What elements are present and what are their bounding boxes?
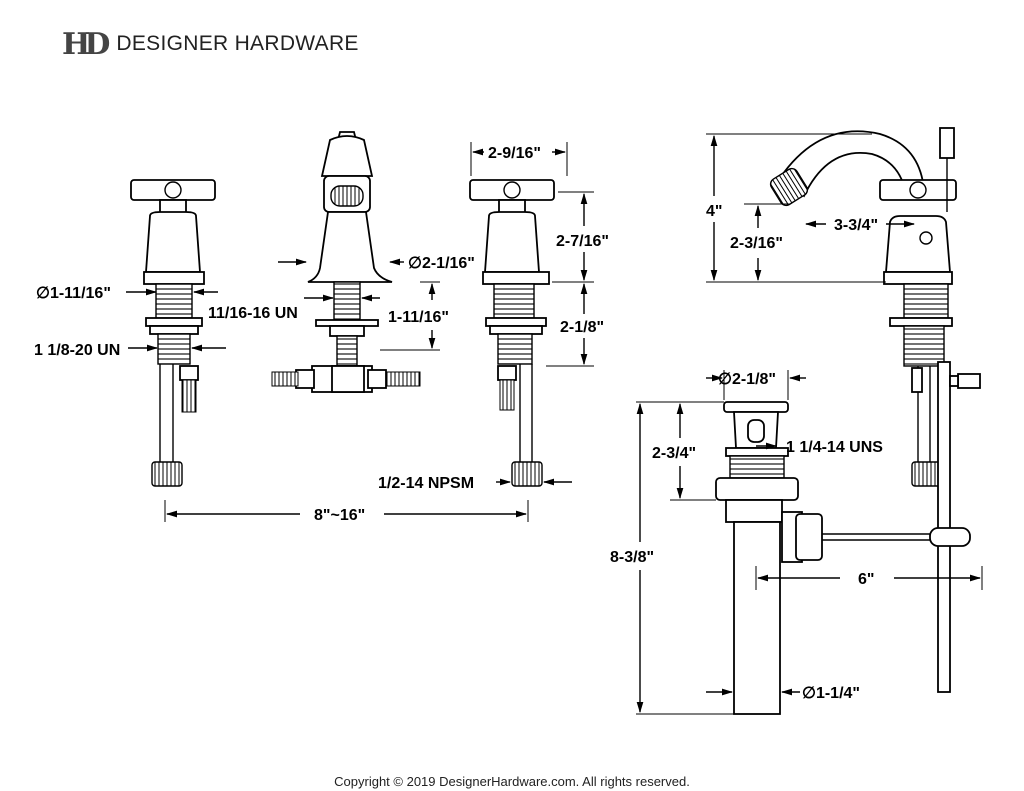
- left-dimension-lines: [126, 288, 226, 352]
- spout-reach-label: 3-3/4": [834, 217, 878, 234]
- spout-thread-label: 11/16-16 UN: [208, 305, 298, 322]
- valve-thread-label: 1 1/8-20 UN: [34, 342, 120, 359]
- spout-diameter-label: ∅2-1/16": [408, 255, 475, 272]
- drain-thread-label: 1 1/4-14 UNS: [786, 439, 883, 456]
- drain-total-label: 8-3/8": [610, 549, 654, 566]
- side-view-faucet: [769, 127, 981, 693]
- pop-up-drain: [715, 401, 971, 715]
- tailpiece-diameter-label: ∅1-1/4": [802, 685, 860, 702]
- copyright-notice: Copyright © 2019 DesignerHardware.com. A…: [334, 774, 690, 789]
- side-view-dimension-lines: [706, 133, 916, 283]
- handle-height-label: 2-7/16": [556, 233, 609, 250]
- drain-flange-diameter-label: ∅2-1/8": [718, 371, 776, 388]
- drain-dimension-lines: [636, 370, 983, 715]
- aerator-height-label: 2-3/16": [730, 235, 783, 252]
- brand-name: DESIGNER HARDWARE: [116, 32, 359, 55]
- handle-diameter-label: ∅1-11/16": [36, 285, 111, 302]
- right-dimension-lines: [470, 142, 594, 486]
- brand-logo: HD: [62, 26, 110, 62]
- left-handle-valve: [130, 179, 216, 487]
- center-spout: [271, 131, 421, 393]
- handle-width-label: 2-9/16": [488, 145, 541, 162]
- brand-header: HD DESIGNER HARDWARE: [62, 26, 359, 62]
- drain-body-label: 2-3/4": [652, 445, 696, 462]
- spout-shank-label: 1-11/16": [388, 309, 449, 326]
- center-dimension-lines: [278, 258, 440, 351]
- right-handle-valve: [469, 179, 555, 487]
- lift-rod-offset-label: 6": [858, 571, 874, 588]
- spread-label: 8"~16": [314, 507, 365, 524]
- spread-dimension-line: [164, 500, 529, 522]
- supply-thread-label: 1/2-14 NPSM: [378, 475, 474, 492]
- spout-height-label: 4": [706, 203, 722, 220]
- valve-shank-label: 2-1/8": [560, 319, 604, 336]
